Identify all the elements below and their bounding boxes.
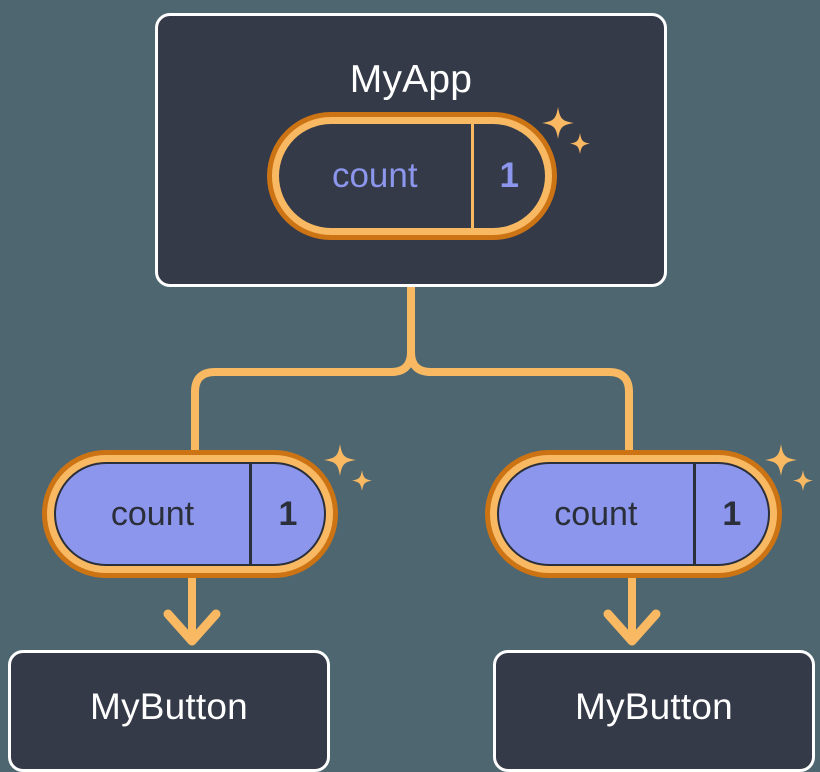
state-key-label: count	[331, 156, 418, 195]
state-key-label: count	[110, 494, 195, 533]
component-label: MyButton	[90, 686, 248, 727]
state-pill-inner: count 1	[54, 462, 326, 566]
state-value-label: 1	[692, 464, 768, 564]
state-value-label: 1	[248, 464, 324, 564]
state-pill-inner: count 1	[497, 462, 770, 566]
page-title: MyApp	[349, 58, 473, 101]
arrow-down-head-left	[163, 609, 221, 646]
arrow-down-head-right	[603, 609, 661, 646]
component-card-mybutton-right[interactable]: MyButton	[493, 650, 815, 772]
state-pill-myapp[interactable]: count 1	[267, 112, 557, 240]
fork-connector-right-icon	[407, 283, 633, 456]
state-pill-inner: count 1	[279, 124, 545, 228]
state-key-label: count	[554, 494, 638, 533]
fork-connector-icon	[191, 283, 415, 456]
state-pill-left[interactable]: count 1	[42, 450, 338, 578]
state-pill-right[interactable]: count 1	[485, 450, 782, 578]
state-value-label: 1	[470, 124, 545, 228]
component-label: MyButton	[575, 686, 733, 727]
component-card-mybutton-left[interactable]: MyButton	[8, 650, 330, 772]
